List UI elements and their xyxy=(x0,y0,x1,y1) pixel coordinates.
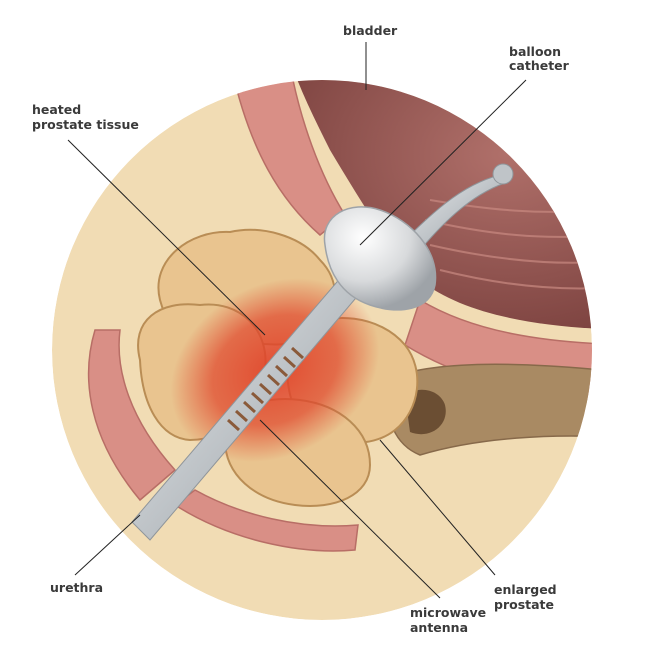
label-bladder: bladder xyxy=(343,23,398,38)
balloon xyxy=(323,206,437,311)
label-balloon-catheter: balloon catheter xyxy=(509,44,570,73)
microwave-antenna-marks xyxy=(226,346,305,432)
anatomy-circle xyxy=(52,80,592,620)
label-urethra: urethra xyxy=(50,580,103,595)
pelvic-floor-muscle-left xyxy=(87,329,177,502)
label-enlarged-prostate: enlarged prostate xyxy=(494,582,561,612)
label-microwave-antenna: microwave antenna xyxy=(410,605,490,635)
label-heated-prostate-tissue: heated prostate tissue xyxy=(32,102,139,132)
leader-lines xyxy=(67,42,527,599)
pelvic-floor-muscle-bottom xyxy=(173,489,359,552)
